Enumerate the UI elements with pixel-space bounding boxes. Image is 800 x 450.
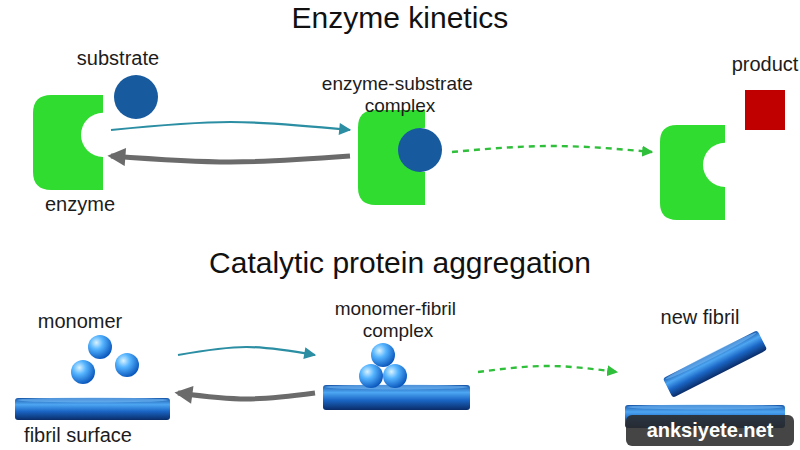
node-label: enzyme: [25, 193, 135, 216]
node-outline: [15, 398, 170, 420]
enzyme-shape: enzyme: [33, 95, 103, 190]
section-heading: Catalytic protein aggregation: [10, 245, 790, 280]
reverse-arrow: [111, 156, 350, 162]
fibril-body: [15, 398, 170, 420]
substrate-circle: [114, 75, 158, 119]
monomer-sphere: [383, 364, 407, 388]
text-word: anksiyete.net: [647, 419, 774, 442]
node-outline: [323, 342, 470, 410]
fibril-highlight: [664, 331, 757, 382]
text-word: enzyme: [45, 193, 115, 216]
fibril-highlight: [627, 405, 783, 410]
binding-arrow: [178, 347, 315, 355]
monomer-sphere: [115, 353, 139, 377]
monomer-fibril-complex: monomer-fibril complex: [323, 342, 470, 410]
node-outline: [33, 95, 103, 190]
enzyme-substrate-complex: enzyme-substrate complex: [358, 110, 444, 205]
product-state: product: [660, 90, 785, 220]
text-word: fibril: [24, 424, 66, 447]
text-word: Enzyme: [292, 0, 409, 35]
new-fibril-state: new fibril: [625, 330, 785, 428]
reaction-arrow: [478, 366, 617, 372]
node-label: substrate: [63, 47, 173, 70]
monomer-group: monomer: [70, 334, 140, 384]
text-word: complex: [365, 95, 436, 117]
monomer-sphere: [71, 360, 95, 384]
text-word: new: [661, 306, 703, 329]
node-label: monomer: [25, 310, 135, 333]
substrate-circle: [398, 128, 442, 172]
node-outline: [660, 90, 785, 220]
fibril-body: [323, 385, 470, 410]
fibril-surface: fibril surface: [15, 398, 170, 420]
node-outline: [358, 110, 444, 205]
watermark: anksiyete.net: [626, 419, 794, 442]
text-word: substrate: [77, 47, 159, 70]
text-word: Catalytic: [209, 245, 332, 280]
node-label: monomer-fibril complex: [308, 298, 488, 342]
node-label: new fibril: [640, 306, 760, 329]
monomer-sphere: [371, 343, 395, 367]
fibril-rod: [663, 330, 768, 398]
reaction-arrow: [452, 146, 652, 152]
text-word: product: [732, 53, 799, 76]
node-outline: [625, 330, 785, 428]
binding-arrow: [111, 122, 350, 130]
node-label: fibril surface: [0, 424, 163, 447]
monomer-sphere: [359, 364, 383, 388]
fibril-body: [663, 330, 767, 398]
text-word: aggregation: [432, 245, 590, 280]
enzyme-shape: [660, 125, 725, 220]
text-word: kinetics: [408, 0, 508, 35]
node-label: product: [715, 53, 800, 76]
node-outline: [114, 75, 158, 119]
text-word: surface: [66, 424, 132, 447]
product-square: [745, 90, 785, 130]
text-word: monomer: [38, 310, 122, 333]
fibril-highlight: [17, 398, 168, 403]
diagram-title: Enzyme kinetics: [10, 0, 790, 35]
fibril-rod: [15, 398, 170, 421]
text-word: enzyme-substrate: [322, 73, 478, 95]
text-word: fibril: [703, 306, 740, 329]
fibril-rod: [323, 385, 470, 411]
substrate-circle: substrate: [114, 75, 158, 119]
text-word: complex: [363, 320, 434, 342]
enzyme-shape: [33, 95, 103, 190]
node-label: enzyme-substrate complex: [310, 73, 490, 117]
node-outline: [70, 334, 140, 384]
monomer-sphere: [88, 335, 112, 359]
reverse-arrow: [178, 393, 315, 399]
text-word: protein: [332, 245, 432, 280]
text-word: monomer-fibril: [335, 298, 462, 320]
watermark-box: [626, 415, 794, 446]
